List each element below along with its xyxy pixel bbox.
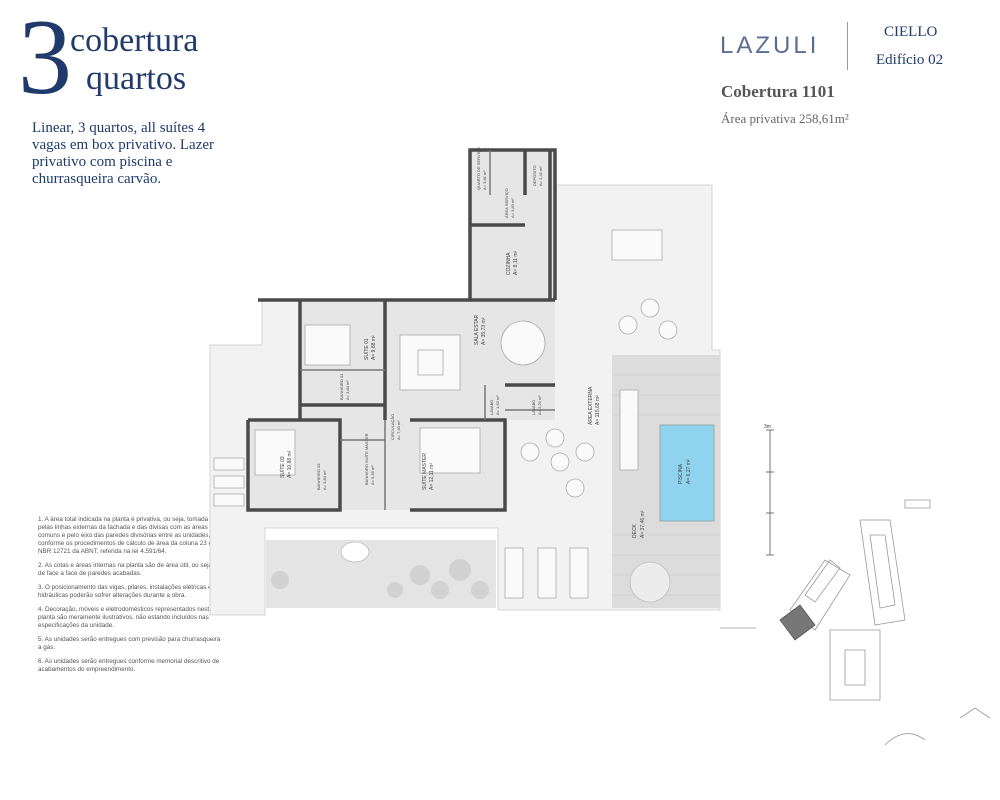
room-area-quarto-servico: A= 3,81 m² [482, 170, 487, 190]
room-label-sala-estar: SALA ESTAR [474, 314, 480, 345]
note-item: 4. Decoração, móveis e eletrodomésticos … [38, 606, 213, 629]
note-item: 5. As unidades serão entregues com previ… [38, 636, 221, 651]
room-label-circulacao: CIRCULAÇÃO [390, 414, 395, 440]
room-area-lavabo-1: A= 1,63 m² [495, 395, 500, 415]
unit-location-marker [779, 604, 816, 641]
scale-bar [766, 429, 774, 556]
building-name: CIELLO [884, 24, 938, 40]
planter-shrubs [271, 559, 489, 599]
furniture [213, 229, 678, 599]
page-title-line2: quartos [86, 60, 187, 97]
notes-list: 1. A área total indicada na planta é pri… [38, 516, 222, 680]
hot-tub [629, 561, 671, 603]
room-area-suite-01: A= 9,88 m² [371, 335, 377, 360]
room-label-pool: PISCINA [678, 463, 684, 484]
note-item: 6. As unidades serão entregues conforme … [38, 658, 220, 673]
room-label-quarto-servico: QUARTO DE SERVIÇO [476, 147, 481, 190]
scale-label: 3m [764, 424, 771, 430]
unit-description: Linear, 3 quartos, all suítes 4 vagas em… [32, 120, 215, 187]
interior-walls [300, 150, 555, 510]
room-area-area-servico: A= 3,83 m² [510, 198, 515, 218]
title-number: 3 [18, 0, 72, 117]
room-area-banheiro-01: A= 3,84 m² [345, 380, 350, 400]
brand-divider [847, 22, 848, 70]
room-label-deck: DECK [632, 523, 638, 538]
room-area-suite-03: A= 10,88 m² [287, 450, 293, 478]
room-label-area-servico: ÁREA SERVIÇO [504, 188, 509, 218]
room-area-banheiro-03: A= 3,84 m² [322, 470, 327, 490]
room-label-suite-master: SUÍTE MASTER [421, 453, 428, 490]
unit-title: Cobertura 1101 [721, 82, 835, 101]
note-item: 2. As cotas e áreas internas na planta s… [38, 562, 214, 577]
room-label-suite-03: SUÍTE 03 [279, 456, 286, 478]
room-area-sala-estar: A= 35,73 m² [481, 317, 487, 345]
unit-area: Área privativa 258,61m² [721, 111, 849, 126]
room-label-deposito: DEPÓSITO [532, 165, 537, 186]
room-area-banheiro-master: A= 5,56 m² [370, 465, 375, 485]
walls [246, 148, 557, 512]
room-label-banheiro-master: BANHEIRO SUÍTE MASTER [364, 433, 369, 485]
site-key-plan [720, 499, 991, 746]
room-area-pool: A= 6,27 m² [686, 459, 692, 484]
note-item: 1. A área total indicada na planta é pri… [38, 516, 216, 555]
room-label-lavabo-1: LAVABO [489, 400, 494, 415]
room-area-circulacao: A= 7,40 m² [396, 420, 401, 440]
room-area-lavabo-2: A= 2,29 m² [537, 395, 542, 415]
daybed [340, 541, 370, 563]
room-label-lavabo-2: LAVABO [531, 400, 536, 415]
note-item: 3. O posicionamento das vigas, pilares, … [38, 584, 212, 599]
room-area-cozinha: A= 8,11 m² [513, 250, 519, 275]
room-label-suite-01: SUÍTE 01 [363, 338, 370, 360]
brand-logo: LAZULI [720, 32, 820, 59]
room-label-banheiro-03: BANHEIRO 03 [316, 463, 321, 490]
room-label-cozinha: COZINHA [506, 252, 512, 275]
room-area-area-externa: A= 115,68 m² [595, 395, 601, 425]
pool [659, 424, 715, 522]
room-label-area-externa: ÁREA EXTERNA [587, 386, 594, 425]
room-area-deck: A= 37,46 m² [640, 510, 646, 538]
room-area-deposito: A= 2,42 m² [538, 166, 543, 186]
room-area-suite-master: A= 12,11 m² [429, 463, 435, 490]
room-label-banheiro-01: BANHEIRO 01 [339, 373, 344, 400]
building-number: Edifício 02 [876, 52, 944, 68]
page-title-line1: cobertura [70, 22, 199, 59]
